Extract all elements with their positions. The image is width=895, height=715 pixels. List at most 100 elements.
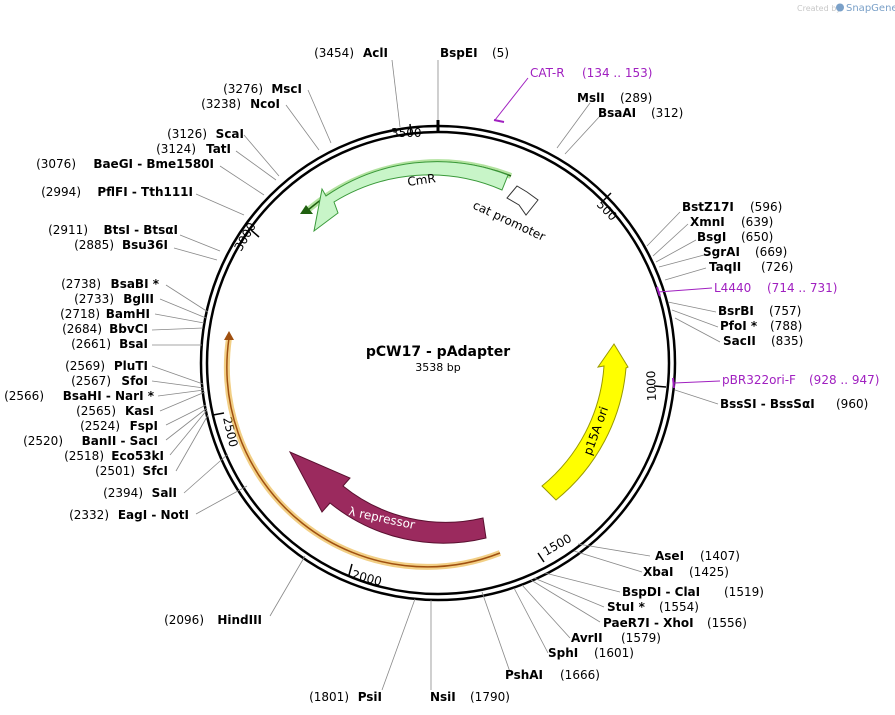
cat-promoter-feature[interactable] [506, 185, 539, 216]
enzyme-name[interactable]: BsrBI [718, 304, 754, 318]
enzyme-name[interactable]: BsgI [697, 230, 726, 244]
enzyme-pos: (2565) [76, 404, 116, 418]
enzyme-name[interactable]: TatI [206, 142, 231, 156]
enzyme-name[interactable]: AvrII [571, 631, 603, 645]
enzyme-name[interactable]: XbaI [643, 565, 673, 579]
enzyme-name[interactable]: SfcI [143, 464, 168, 478]
primer-pbr322-lead [673, 380, 721, 384]
enzyme-name[interactable]: PsiI [358, 690, 382, 704]
primer-pbr322-name: pBR322ori-F [722, 373, 796, 387]
enzyme-name[interactable]: NcoI [250, 97, 280, 111]
primers: CAT-R (134 .. 153) L4440 (714 .. 731) pB… [493, 66, 879, 389]
enzyme-pos: (289) [620, 91, 652, 105]
enzyme-pos: (1666) [560, 668, 600, 682]
enzyme-pos: (650) [741, 230, 773, 244]
enzyme-name[interactable]: PshAI [505, 668, 543, 682]
enzyme-pos: (2518) [64, 449, 104, 463]
enzyme-pos: (1579) [621, 631, 661, 645]
orf-arc [226, 337, 501, 568]
enzyme-name[interactable]: TaqII [709, 260, 741, 274]
enzyme-name[interactable]: Bsu36I [122, 238, 168, 252]
enzyme-name[interactable]: SalI [152, 486, 177, 500]
lambda-repressor-feature[interactable] [288, 450, 487, 544]
enzyme-name[interactable]: BspEI [440, 46, 478, 60]
primer-pbr322-range: (928 .. 947) [809, 373, 879, 387]
p15a-ori-feature[interactable] [541, 343, 629, 501]
enzyme-pos: (3276) [223, 82, 263, 96]
enzyme-name[interactable]: BssSI - BssSαI [720, 397, 815, 411]
enzyme-pos: (2332) [69, 508, 109, 522]
credit-brand: SnapGene [846, 3, 895, 14]
enzyme-pos: (1601) [594, 646, 634, 660]
enzyme-pos: (2733) [74, 292, 114, 306]
enzyme-name[interactable]: SacII [723, 334, 756, 348]
primer-l4440-lead [657, 287, 713, 293]
enzyme-name[interactable]: BaeGI - Bme1580I [93, 157, 214, 171]
enzyme-name[interactable]: BsaI [119, 337, 148, 351]
enzyme-name[interactable]: ScaI [216, 127, 244, 141]
enzyme-pos: (2520) [23, 434, 63, 448]
enzyme-name[interactable]: MslI [577, 91, 605, 105]
enzyme-name[interactable]: BanII - SacI [82, 434, 158, 448]
enzyme-name[interactable]: NsiI [430, 690, 456, 704]
enzyme-name[interactable]: BtsI - BtsαI [103, 223, 178, 237]
tick-label-500: 500 [594, 197, 620, 223]
primer-cat-r-mark [493, 119, 505, 123]
enzyme-name[interactable]: EagI - NotI [118, 508, 189, 522]
cat-promoter-label: cat promoter [471, 198, 548, 244]
enzyme-pos: (2566) [4, 389, 44, 403]
enzyme-pos: (2501) [95, 464, 135, 478]
enzyme-name[interactable]: BsaBI * [111, 277, 160, 291]
enzyme-name[interactable]: HindIII [217, 613, 262, 627]
enzyme-pos: (2661) [71, 337, 111, 351]
enzyme-pos: (2885) [74, 238, 114, 252]
enzyme-pos: (669) [755, 245, 787, 259]
enzyme-name[interactable]: BspDI - ClaI [622, 585, 700, 599]
tick-2000 [348, 563, 353, 576]
enzyme-name[interactable]: SgrAI [703, 245, 740, 259]
plasmid-name: pCW17 - pAdapter [366, 344, 510, 360]
enzyme-pos: (788) [770, 319, 802, 333]
enzyme-name[interactable]: BstZ17I [682, 200, 734, 214]
enzyme-name[interactable]: PflFI - Tth111I [97, 185, 193, 199]
enzyme-pos: (2394) [103, 486, 143, 500]
enzyme-pos: (2524) [80, 419, 120, 433]
enzyme-name[interactable]: PaeR7I - XhoI [603, 616, 694, 630]
enzyme-name[interactable]: FspI [130, 419, 158, 433]
enzyme-pos: (1407) [700, 549, 740, 563]
enzyme-name[interactable]: BsaAI [598, 106, 636, 120]
cmr-label: CmR [406, 171, 436, 189]
enzyme-name[interactable]: XmnI [690, 215, 725, 229]
enzyme-name[interactable]: StuI * [607, 600, 646, 614]
enzyme-name[interactable]: SfoI [121, 374, 148, 388]
enzyme-name[interactable]: PluTI [114, 359, 148, 373]
enzyme-pos: (3238) [201, 97, 241, 111]
primer-l4440-name: L4440 [714, 281, 751, 295]
enzymes-left: AclI (3454) MscI (3276) NcoI (3238) ScaI… [4, 46, 388, 704]
enzyme-name[interactable]: MscI [271, 82, 302, 96]
tick-2500 [212, 412, 225, 416]
tick-label-3000: 3000 [231, 220, 258, 253]
enzyme-pos: (312) [651, 106, 683, 120]
enzyme-pos: (5) [492, 46, 509, 60]
enzyme-name[interactable]: BamHI [106, 307, 150, 321]
cmr-feature[interactable] [313, 161, 509, 233]
enzyme-name[interactable]: BbvCI [109, 322, 148, 336]
enzyme-pos: (1801) [309, 690, 349, 704]
enzyme-pos: (1554) [659, 600, 699, 614]
enzyme-name[interactable]: KasI [125, 404, 154, 418]
enzyme-name[interactable]: Eco53kI [111, 449, 164, 463]
tick-1000 [653, 385, 667, 388]
enzyme-name[interactable]: SphI [548, 646, 578, 660]
enzyme-name[interactable]: PfoI * [720, 319, 758, 333]
enzyme-name[interactable]: AseI [655, 549, 684, 563]
tick-label-3500: 3500 [391, 126, 422, 140]
enzyme-name[interactable]: AclI [363, 46, 388, 60]
primer-cat-r-name: CAT-R [530, 66, 565, 80]
enzyme-pos: (2569) [65, 359, 105, 373]
enzyme-pos: (639) [741, 215, 773, 229]
enzyme-name[interactable]: BglII [123, 292, 154, 306]
enzyme-name[interactable]: BsaHI - NarI * [63, 389, 155, 403]
cmr-orf-arrowhead [300, 205, 313, 214]
